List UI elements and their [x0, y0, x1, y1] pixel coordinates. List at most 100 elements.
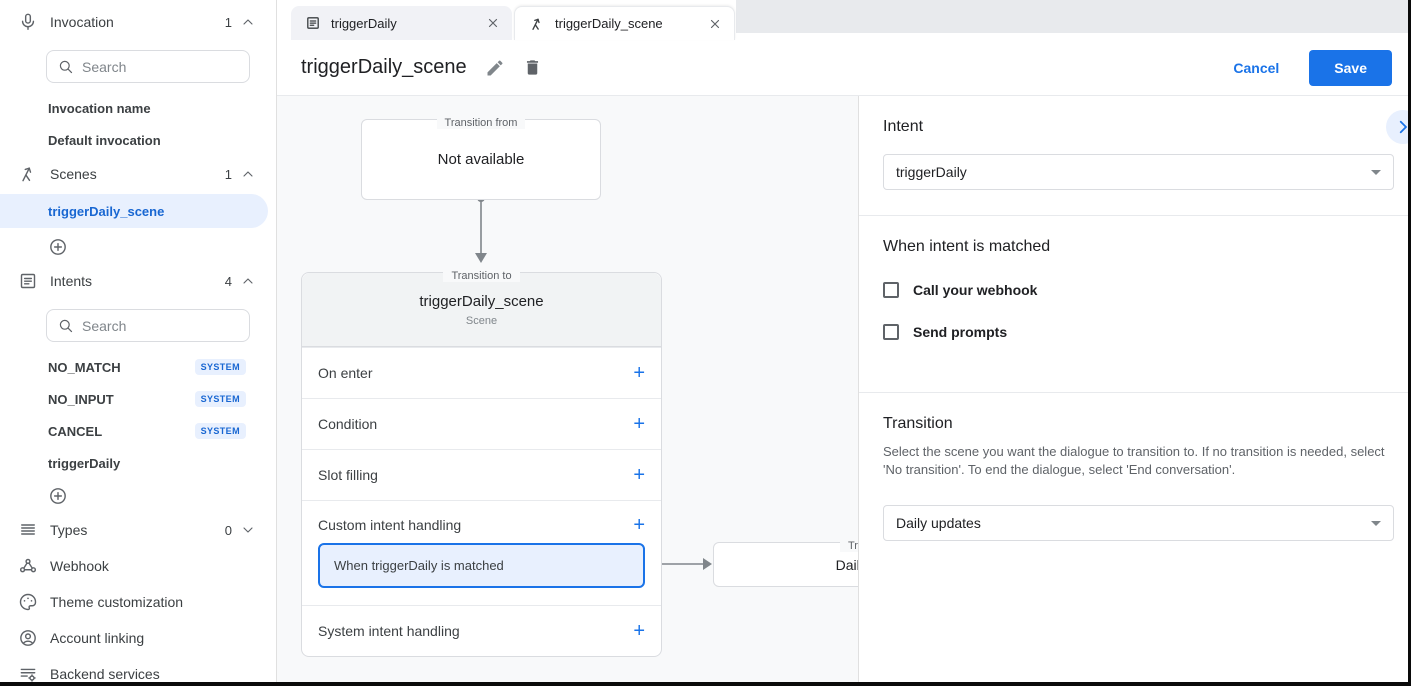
- invocation-search[interactable]: [46, 50, 250, 83]
- add-circle-icon: [50, 238, 66, 255]
- transition-description: Select the scene you want the dialogue t…: [883, 444, 1385, 477]
- page-title: triggerDaily_scene: [301, 56, 467, 78]
- row-on-enter[interactable]: On enter +: [302, 347, 661, 398]
- section-label: Invocation: [50, 14, 114, 30]
- main-area: triggerDaily triggerDaily_scene triggerD…: [277, 0, 1408, 682]
- sidebar-item-cancel-intent[interactable]: CANCEL SYSTEM: [0, 415, 276, 447]
- transition-from-box: Transition from Not available: [361, 117, 601, 200]
- add-custom-intent-icon[interactable]: +: [633, 514, 645, 536]
- dropdown-caret-icon: [1371, 169, 1381, 175]
- account-circle-icon: [20, 630, 36, 646]
- sidebar-item-backend-services[interactable]: Backend services: [0, 656, 276, 682]
- pencil-icon: [487, 59, 503, 75]
- sidebar-section-scenes[interactable]: Scenes 1: [0, 156, 276, 192]
- sidebar-item-triggerdaily-intent[interactable]: triggerDaily: [48, 455, 121, 471]
- close-tab-icon[interactable]: [486, 16, 500, 30]
- system-badge: SYSTEM: [194, 423, 246, 439]
- sidebar-item-invocation-name[interactable]: Invocation name: [48, 100, 151, 116]
- delete-scene-button[interactable]: [523, 58, 542, 77]
- trash-icon: [526, 60, 538, 75]
- intents-search-input[interactable]: [82, 317, 222, 334]
- sidebar-section-types[interactable]: Types 0: [0, 512, 276, 548]
- section-count: 1: [224, 166, 232, 182]
- backend-services-icon: [20, 668, 36, 682]
- close-tab-icon[interactable]: [708, 17, 722, 31]
- checkbox-unchecked[interactable]: [883, 282, 899, 298]
- scene-card-subtitle: Scene: [465, 314, 498, 327]
- intent-editor-panel: Intent triggerDaily When intent is match…: [858, 96, 1408, 682]
- row-condition[interactable]: Condition +: [302, 398, 661, 449]
- intent-heading: Intent: [883, 118, 924, 135]
- transition-select[interactable]: Daily updates: [883, 505, 1394, 541]
- types-list-icon: [21, 524, 35, 535]
- tabbar-background: [736, 0, 1408, 33]
- tab-triggerdaily[interactable]: triggerDaily: [291, 6, 512, 40]
- section-count: 0: [224, 522, 232, 538]
- add-on-enter-icon[interactable]: +: [633, 362, 645, 384]
- sidebar-item-theme-customization[interactable]: Theme customization: [0, 584, 276, 620]
- sidebar-item-triggerdaily-scene[interactable]: triggerDaily_scene: [0, 194, 268, 228]
- system-badge: SYSTEM: [194, 359, 246, 375]
- row-custom-intent-handling: Custom intent handling + When triggerDai…: [302, 500, 661, 605]
- intent-article-icon: [307, 17, 319, 29]
- sidebar-section-intents[interactable]: Intents 4: [0, 263, 276, 299]
- transition-to-legend: Transition to: [714, 536, 858, 554]
- sidebar-item-account-linking[interactable]: Account linking: [0, 620, 276, 656]
- system-badge: SYSTEM: [194, 391, 246, 407]
- scene-fork-icon: [532, 18, 540, 30]
- editor-tabbar: triggerDaily triggerDaily_scene: [277, 0, 1408, 40]
- sidebar: Invocation 1 Invocation name Default inv…: [0, 0, 277, 682]
- intent-select[interactable]: triggerDaily: [883, 154, 1394, 190]
- collapse-panel-button[interactable]: [1386, 110, 1408, 144]
- chevron-up-icon[interactable]: [240, 14, 256, 30]
- send-prompts-checkbox-row[interactable]: Send prompts: [883, 324, 1394, 340]
- sidebar-item-webhook[interactable]: Webhook: [0, 548, 276, 584]
- search-icon: [59, 319, 73, 333]
- section-count: 1: [224, 14, 232, 30]
- chevron-up-icon[interactable]: [240, 273, 256, 289]
- section-label: Intents: [50, 273, 93, 289]
- edit-title-button[interactable]: [485, 58, 505, 78]
- cancel-button[interactable]: Cancel: [1233, 59, 1280, 76]
- tab-triggerdaily-scene[interactable]: triggerDaily_scene: [514, 6, 735, 40]
- sidebar-item-default-invocation[interactable]: Default invocation: [48, 132, 161, 148]
- invocation-search-input[interactable]: [82, 58, 222, 75]
- scene-header: triggerDaily_scene Cancel Save: [277, 40, 1408, 96]
- transition-target-box[interactable]: Transition to Daily updates: [713, 540, 858, 587]
- mic-icon: [21, 13, 35, 30]
- section-label: Scenes: [50, 166, 97, 182]
- intent-article-icon: [20, 273, 36, 289]
- row-slot-filling[interactable]: Slot filling +: [302, 449, 661, 500]
- transition-heading: Transition: [883, 415, 953, 432]
- transition-from-legend: Transition from: [362, 113, 600, 131]
- intents-search[interactable]: [46, 309, 250, 342]
- add-scene-button[interactable]: [0, 230, 276, 263]
- chevron-down-icon[interactable]: [240, 522, 256, 538]
- webhook-icon: [19, 558, 37, 573]
- call-webhook-checkbox-row[interactable]: Call your webhook: [883, 282, 1394, 298]
- transition-target-value: Daily updates: [835, 556, 858, 573]
- save-button[interactable]: Save: [1309, 49, 1392, 86]
- intent-handler-chip[interactable]: When triggerDaily is matched: [318, 543, 645, 588]
- add-slot-filling-icon[interactable]: +: [633, 464, 645, 486]
- content-area: Transition from Not available Transition…: [277, 96, 1408, 682]
- scene-fork-icon: [22, 167, 32, 182]
- add-condition-icon[interactable]: +: [633, 413, 645, 435]
- section-label: Types: [50, 522, 88, 538]
- row-system-intent-handling[interactable]: System intent handling +: [302, 605, 661, 656]
- sidebar-section-invocation[interactable]: Invocation 1: [0, 4, 276, 40]
- add-intent-button[interactable]: [0, 479, 276, 512]
- scene-flow-canvas[interactable]: Transition from Not available Transition…: [277, 96, 858, 682]
- palette-icon: [19, 593, 37, 611]
- sidebar-item-no-match[interactable]: NO_MATCH SYSTEM: [0, 351, 276, 383]
- scene-card-title: triggerDaily_scene: [419, 292, 544, 310]
- scene-card-header[interactable]: triggerDaily_scene Scene: [302, 273, 661, 347]
- checkbox-unchecked[interactable]: [883, 324, 899, 340]
- search-icon: [59, 60, 73, 74]
- chevron-up-icon[interactable]: [240, 166, 256, 182]
- add-system-intent-icon[interactable]: +: [633, 620, 645, 642]
- section-count: 4: [224, 273, 232, 289]
- sidebar-item-no-input[interactable]: NO_INPUT SYSTEM: [0, 383, 276, 415]
- scene-card: Transition to triggerDaily_scene Scene O…: [301, 270, 662, 657]
